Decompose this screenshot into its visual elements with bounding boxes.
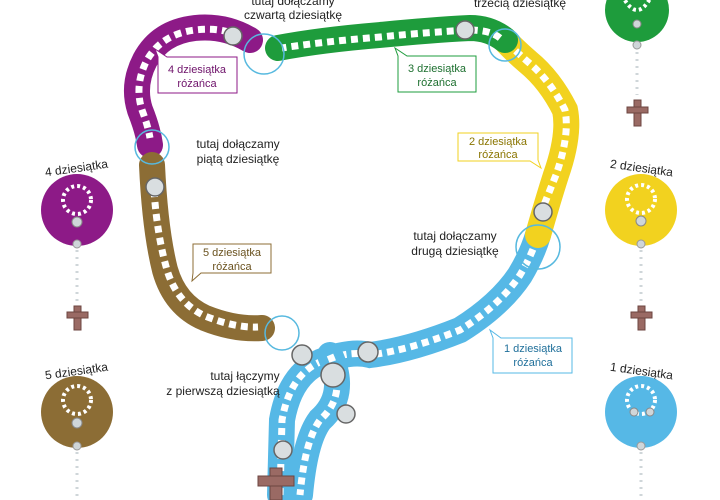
side-decade-yellow: 2 dziesiątka xyxy=(605,157,677,331)
svg-text:4 dziesiątka: 4 dziesiątka xyxy=(168,64,227,76)
side-decade-purple: 4 dziesiątka xyxy=(41,157,113,331)
segment-blue xyxy=(257,222,551,500)
svg-text:różańca: różańca xyxy=(513,357,553,369)
svg-text:różańca: różańca xyxy=(417,77,457,89)
svg-text:tutaj dołączamy: tutaj dołączamy xyxy=(413,229,496,243)
svg-text:3 dziesiątka: 3 dziesiątka xyxy=(408,63,467,75)
join-ring-third xyxy=(488,28,522,62)
join-ring-first xyxy=(264,315,300,351)
svg-text:tutaj dołączamy: tutaj dołączamy xyxy=(251,0,334,8)
svg-text:trzecią dziesiątkę: trzecią dziesiątkę xyxy=(474,0,566,10)
cross-icon xyxy=(66,305,89,331)
segment-green xyxy=(265,14,518,61)
svg-text:różańca: różańca xyxy=(177,78,217,90)
svg-text:piątą dziesiątkę: piątą dziesiątkę xyxy=(197,152,280,166)
label-box-4: 4 dziesiątka różańca xyxy=(153,47,238,94)
side-decade-blue: 1 dziesiątka xyxy=(605,360,677,500)
segment-brown xyxy=(139,152,275,342)
side-decade-green xyxy=(605,0,669,127)
join-ring-fifth xyxy=(134,129,170,165)
caption-first: tutaj łączymy z pierwszą dziesiątką xyxy=(166,369,280,398)
caption-third: trzecią dziesiątkę xyxy=(474,0,566,10)
segment-yellow xyxy=(492,27,580,248)
label-box-2: 2 dziesiątka różańca xyxy=(457,132,542,170)
join-ring-fourth xyxy=(243,33,285,75)
svg-text:z pierwszą dziesiątką: z pierwszą dziesiątką xyxy=(166,384,280,398)
segment-purple xyxy=(123,14,263,158)
svg-text:5 dziesiątka: 5 dziesiątka xyxy=(203,247,262,259)
caption-second: tutaj dołączamy drugą dziesiątkę xyxy=(411,229,499,258)
svg-text:różańca: różańca xyxy=(478,149,518,161)
svg-text:tutaj łączymy: tutaj łączymy xyxy=(210,369,279,383)
cross-icon xyxy=(626,99,649,127)
svg-text:tutaj dołączamy: tutaj dołączamy xyxy=(196,137,279,151)
caption-fifth: tutaj dołączamy piątą dziesiątkę xyxy=(196,137,279,166)
cross-icon xyxy=(257,467,295,500)
label-box-1: 1 dziesiątka różańca xyxy=(488,328,573,374)
caption-fourth: tutaj dołączamy czwartą dziesiątkę xyxy=(244,0,342,22)
svg-text:1 dziesiątka: 1 dziesiątka xyxy=(504,343,563,355)
svg-text:różańca: różańca xyxy=(212,261,252,273)
label-box-3: 3 dziesiątka różańca xyxy=(393,46,477,93)
label-box-5: 5 dziesiątka różańca xyxy=(191,243,272,283)
cross-icon xyxy=(630,305,653,331)
svg-text:2 dziesiątka: 2 dziesiątka xyxy=(469,136,528,148)
join-ring-second xyxy=(515,224,561,270)
svg-text:drugą dziesiątkę: drugą dziesiątkę xyxy=(411,244,499,258)
svg-text:czwartą dziesiątkę: czwartą dziesiątkę xyxy=(244,8,342,22)
side-decade-brown: 5 dziesiątka xyxy=(41,360,113,500)
